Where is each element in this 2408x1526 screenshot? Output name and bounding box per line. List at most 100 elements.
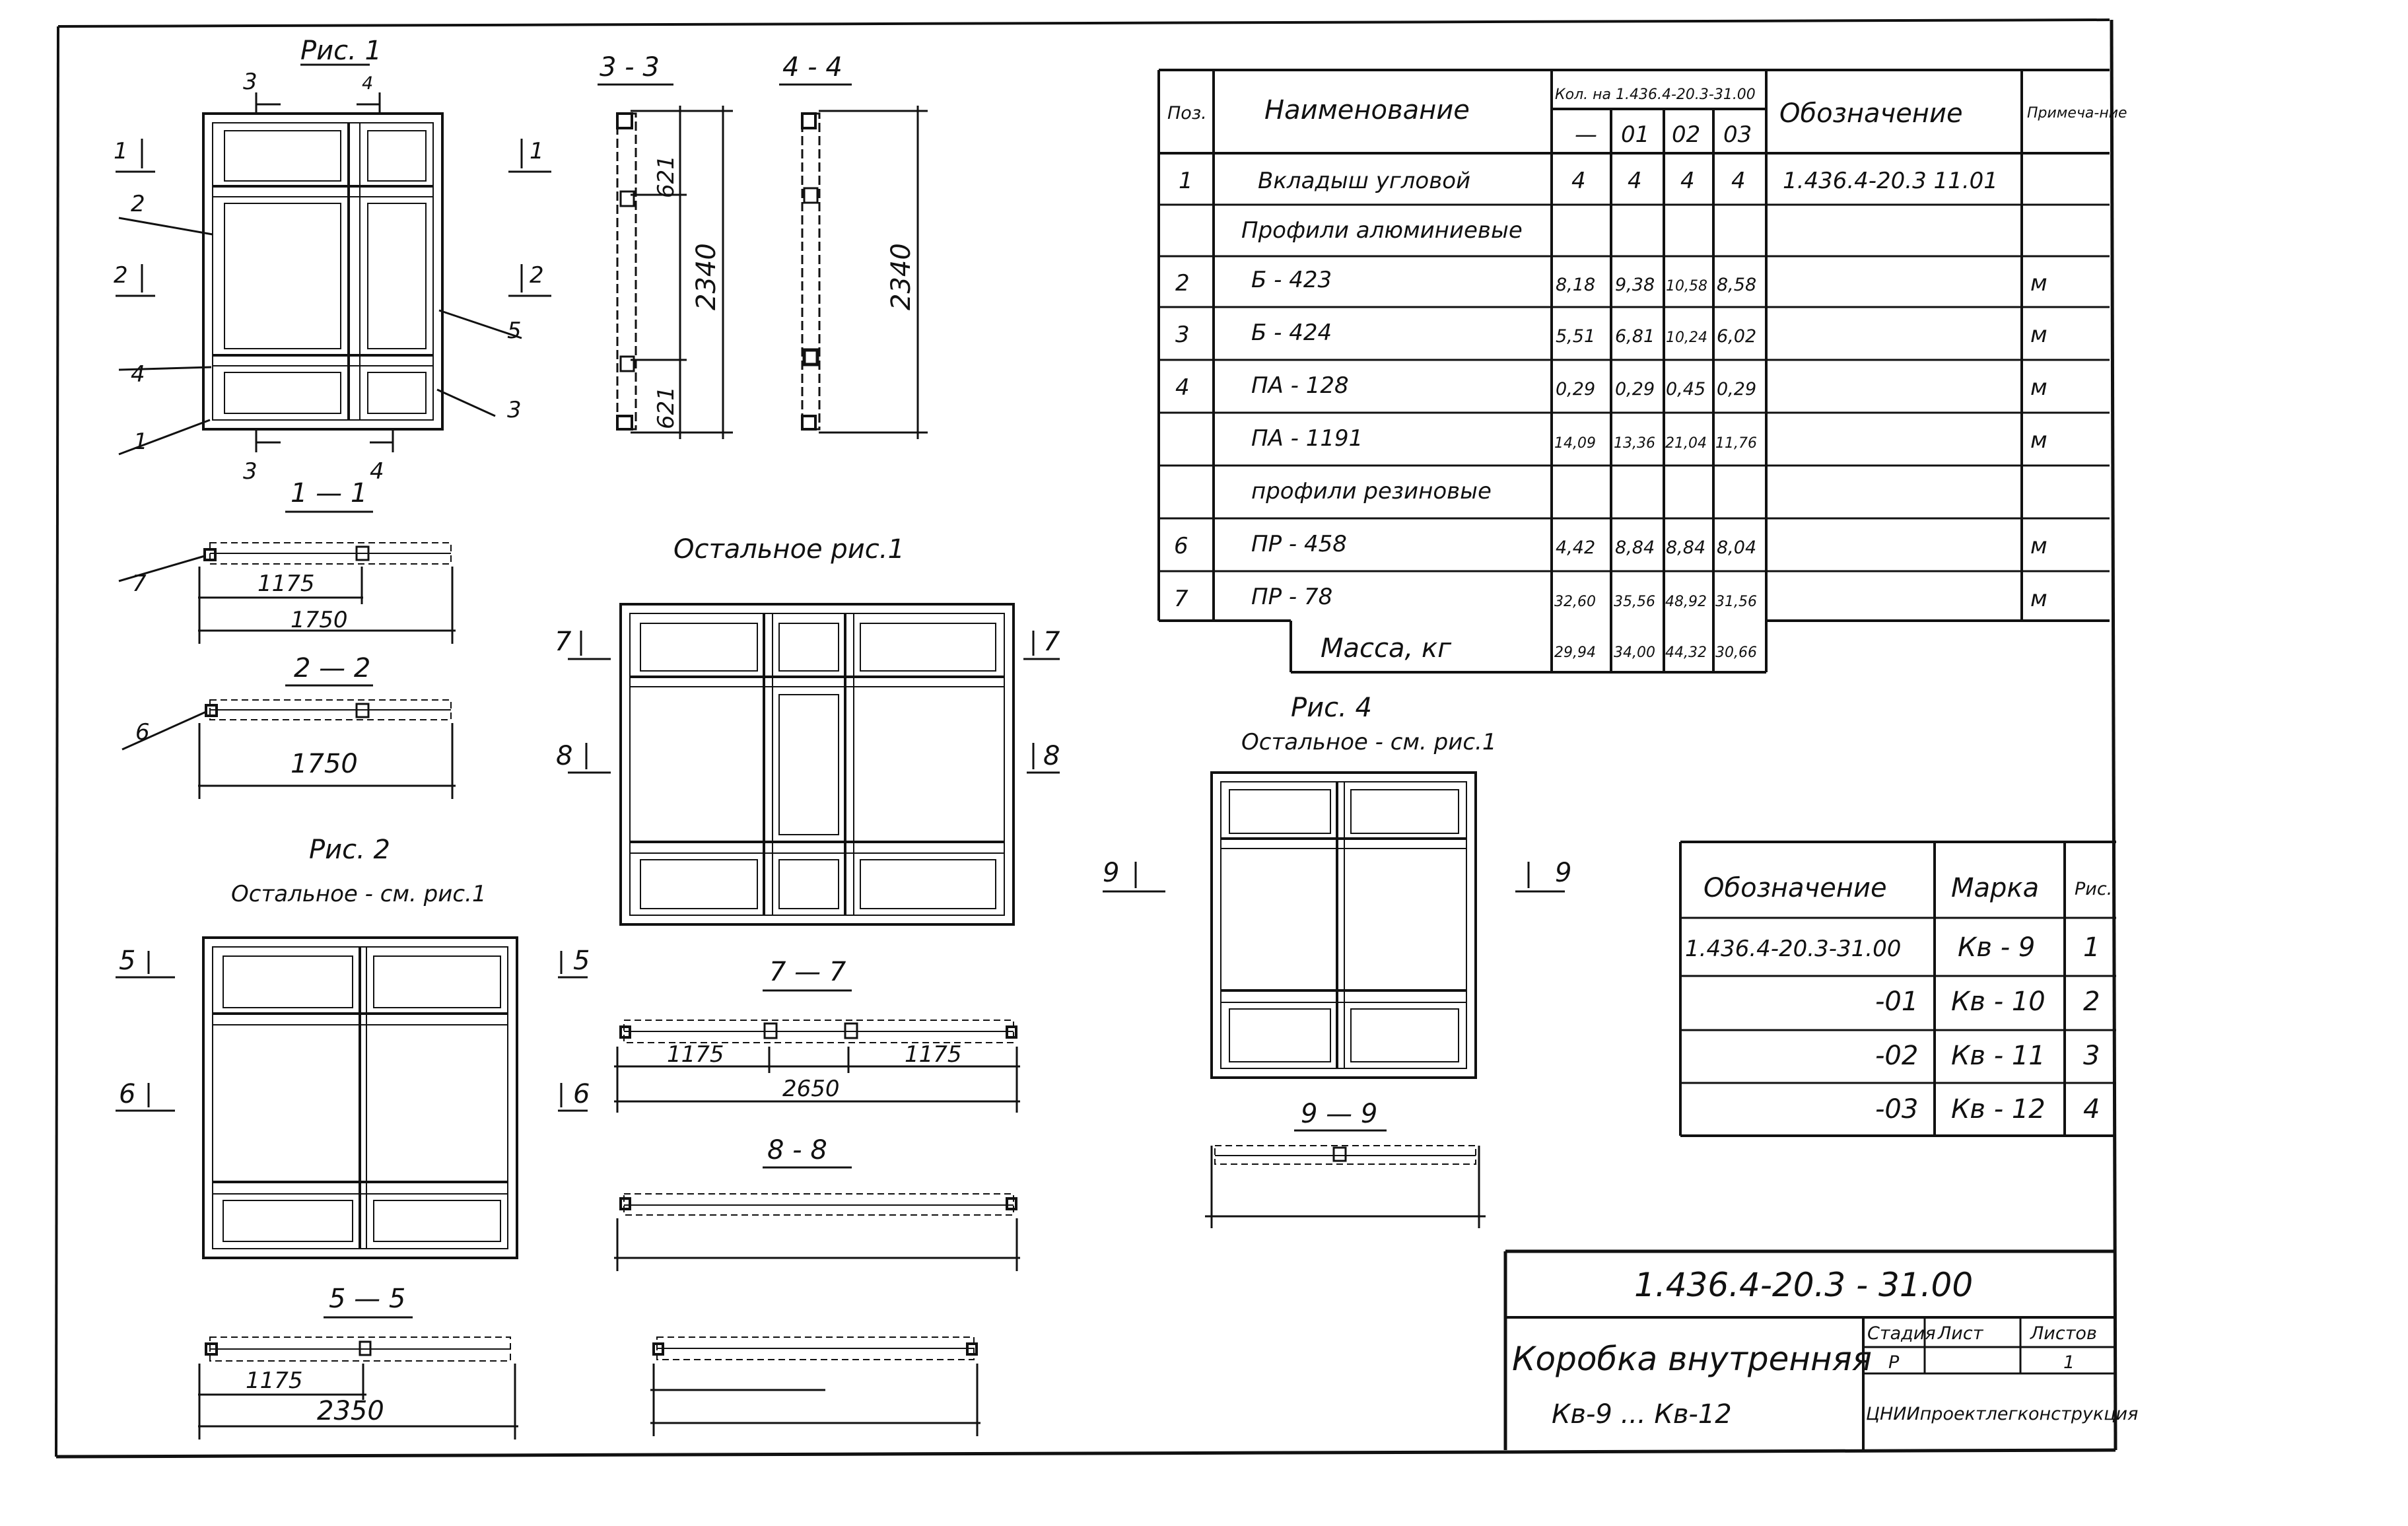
- callout-7: 7: [132, 571, 147, 597]
- dim-2340: 2340: [691, 243, 722, 310]
- section-mark-9: 9: [1555, 858, 1571, 888]
- spec-qty: 13,36: [1614, 435, 1655, 452]
- spec-qty: 10,24: [1666, 329, 1707, 346]
- section-mark-6: 6: [573, 1079, 590, 1109]
- spec-col-03: 03: [1723, 121, 1752, 148]
- section-5-5: 5 — 5 1175 2350: [198, 1284, 518, 1439]
- spec-col-01: 01: [1621, 121, 1649, 148]
- callout-1: 1: [133, 429, 148, 455]
- spec-header-pos: Поз.: [1167, 103, 1207, 123]
- spec-qty: 10,58: [1666, 278, 1707, 295]
- dim-2650: 2650: [782, 1076, 840, 1102]
- section-3-3-label: 3 - 3: [600, 52, 660, 83]
- marks-table: Обозначение Марка Рис. 1.436.4-20.3-31.0…: [1679, 841, 2116, 1137]
- section-8-8-label: 8 - 8: [767, 1135, 827, 1165]
- spec-qty: 5,51: [1556, 326, 1595, 347]
- marks-fig: 4: [2083, 1094, 2100, 1125]
- spec-qty: 6,81: [1615, 326, 1655, 347]
- section-mark-1: 1: [114, 138, 128, 164]
- spec-qty: 4: [1571, 168, 1586, 194]
- section-7-7: 7 — 7 1175 2650 1175: [614, 957, 1020, 1113]
- sheet-subtitle: Кв-9 ... Кв-12: [1552, 1399, 1732, 1430]
- section-5-5-label: 5 — 5: [329, 1284, 405, 1314]
- section-mark-7: 7: [1043, 627, 1060, 657]
- marks-header-fig: Рис.: [2075, 879, 2112, 899]
- table-row: профили резиновые: [1251, 478, 1492, 504]
- spec-table: Поз. Наименование Кол. на 1.436.4-20.3-3…: [1157, 69, 2127, 674]
- marks-designation: -02: [1875, 1041, 1918, 1071]
- table-row: 4 ПА - 128 0,29 0,29 0,45 0,29 м: [1175, 372, 2047, 401]
- dim-1175: 1175: [246, 1368, 303, 1394]
- fig1-label: Рис. 1: [300, 36, 382, 66]
- section-1-1: 1 — 1 1175 1750 7: [118, 478, 456, 644]
- figure-4: Рис. 4 Остальное - см. рис.1 9 9: [1103, 693, 1571, 1079]
- spec-qty: 4,42: [1556, 538, 1595, 558]
- section-2-2: 2 — 2 1750 6: [121, 653, 456, 799]
- section-bottom: [650, 1336, 980, 1436]
- spec-qty: 8,18: [1556, 275, 1595, 295]
- spec-name: ПР - 458: [1251, 531, 1347, 557]
- table-row: -02 Кв - 11 3: [1875, 1041, 2100, 1071]
- fig4-label: Рис. 4: [1291, 693, 1372, 723]
- spec-mass: 30,66: [1715, 644, 1757, 661]
- marks-fig: 3: [2083, 1041, 2100, 1071]
- spec-mass: 34,00: [1614, 644, 1655, 661]
- sheet-code: 1.436.4-20.3 - 31.00: [1634, 1266, 1973, 1304]
- spec-qty: 0,29: [1717, 379, 1756, 399]
- spec-qty: 8,04: [1717, 538, 1756, 558]
- section-mark-8: 8: [556, 741, 572, 771]
- marks-fig: 2: [2083, 987, 2100, 1017]
- marks-designation: -03: [1875, 1094, 1918, 1125]
- spec-qty: 0,45: [1666, 379, 1705, 399]
- spec-note: м: [2030, 533, 2047, 559]
- stage-value: Р: [1888, 1352, 1900, 1373]
- marks-mark: Кв - 9: [1958, 932, 2035, 963]
- dim-1175: 1175: [905, 1041, 962, 1068]
- spec-mass: 44,32: [1665, 644, 1707, 661]
- spec-rows: 1 Вкладыш угловой 4 4 4 4 1.436.4-20.3 1…: [1174, 168, 2047, 664]
- table-row: ПА - 1191 14,09 13,36 21,04 11,76 м: [1251, 425, 2047, 454]
- sheet-title: Коробка внутренняя: [1512, 1340, 1872, 1378]
- spec-qty: 0,29: [1615, 379, 1655, 399]
- sheets-total: 1: [2063, 1352, 2075, 1373]
- table-row: 1.436.4-20.3-31.00 Кв - 9 1: [1685, 932, 2100, 963]
- spec-header-designation: Обозначение: [1779, 98, 1963, 129]
- table-row: -01 Кв - 10 2: [1875, 987, 2100, 1017]
- title-block: 1.436.4-20.3 - 31.00 Коробка внутренняя …: [1503, 1249, 2138, 1450]
- spec-group-name: профили резиновые: [1251, 478, 1492, 504]
- callout-2: 2: [131, 191, 145, 217]
- marks-header-mark: Марка: [1951, 873, 2039, 903]
- table-row: 2 Б - 423 8,18 9,38 10,58 8,58 м: [1175, 267, 2047, 296]
- spec-mass: 29,94: [1554, 644, 1596, 661]
- spec-qty: 32,60: [1554, 594, 1596, 610]
- spec-qty: 8,84: [1615, 538, 1655, 558]
- spec-qty: 0,29: [1556, 379, 1595, 399]
- marks-mark: Кв - 10: [1951, 987, 2046, 1017]
- spec-col-0: —: [1575, 121, 1597, 148]
- section-mark-7: 7: [555, 627, 572, 657]
- spec-pos: 2: [1175, 270, 1190, 296]
- section-7-7-label: 7 — 7: [769, 957, 846, 987]
- spec-name: ПА - 1191: [1251, 425, 1363, 452]
- sheet-header: Лист: [1937, 1323, 1984, 1344]
- table-row: 7 ПР - 78 32,60 35,56 48,92 31,56 м: [1174, 584, 2047, 612]
- table-row: -03 Кв - 12 4: [1875, 1094, 2100, 1125]
- figure-3: Остальное рис.1 7 7: [555, 534, 1060, 926]
- spec-designation: 1.436.4-20.3 11.01: [1783, 168, 1998, 194]
- callout-3: 3: [507, 397, 522, 423]
- table-row: 3 Б - 424 5,51 6,81 10,24 6,02 м: [1175, 320, 2047, 348]
- section-4-4-label: 4 - 4: [782, 52, 843, 83]
- table-row: Профили алюминиевые: [1241, 217, 1523, 244]
- spec-pos: 6: [1174, 533, 1188, 559]
- spec-pos: 1: [1179, 168, 1193, 194]
- section-9-9: 9 — 9: [1205, 1099, 1486, 1228]
- spec-qty: 14,09: [1554, 435, 1596, 452]
- dim-1175: 1175: [667, 1041, 724, 1068]
- spec-qty: 4: [1731, 168, 1746, 194]
- section-mark-4: 4: [362, 73, 373, 94]
- spec-qty: 9,38: [1615, 275, 1655, 295]
- fig3-note: Остальное рис.1: [673, 534, 905, 565]
- section-4-4: 4 - 4 2340: [779, 52, 928, 439]
- marks-mark: Кв - 11: [1951, 1041, 2046, 1071]
- spec-name: ПА - 128: [1251, 372, 1349, 399]
